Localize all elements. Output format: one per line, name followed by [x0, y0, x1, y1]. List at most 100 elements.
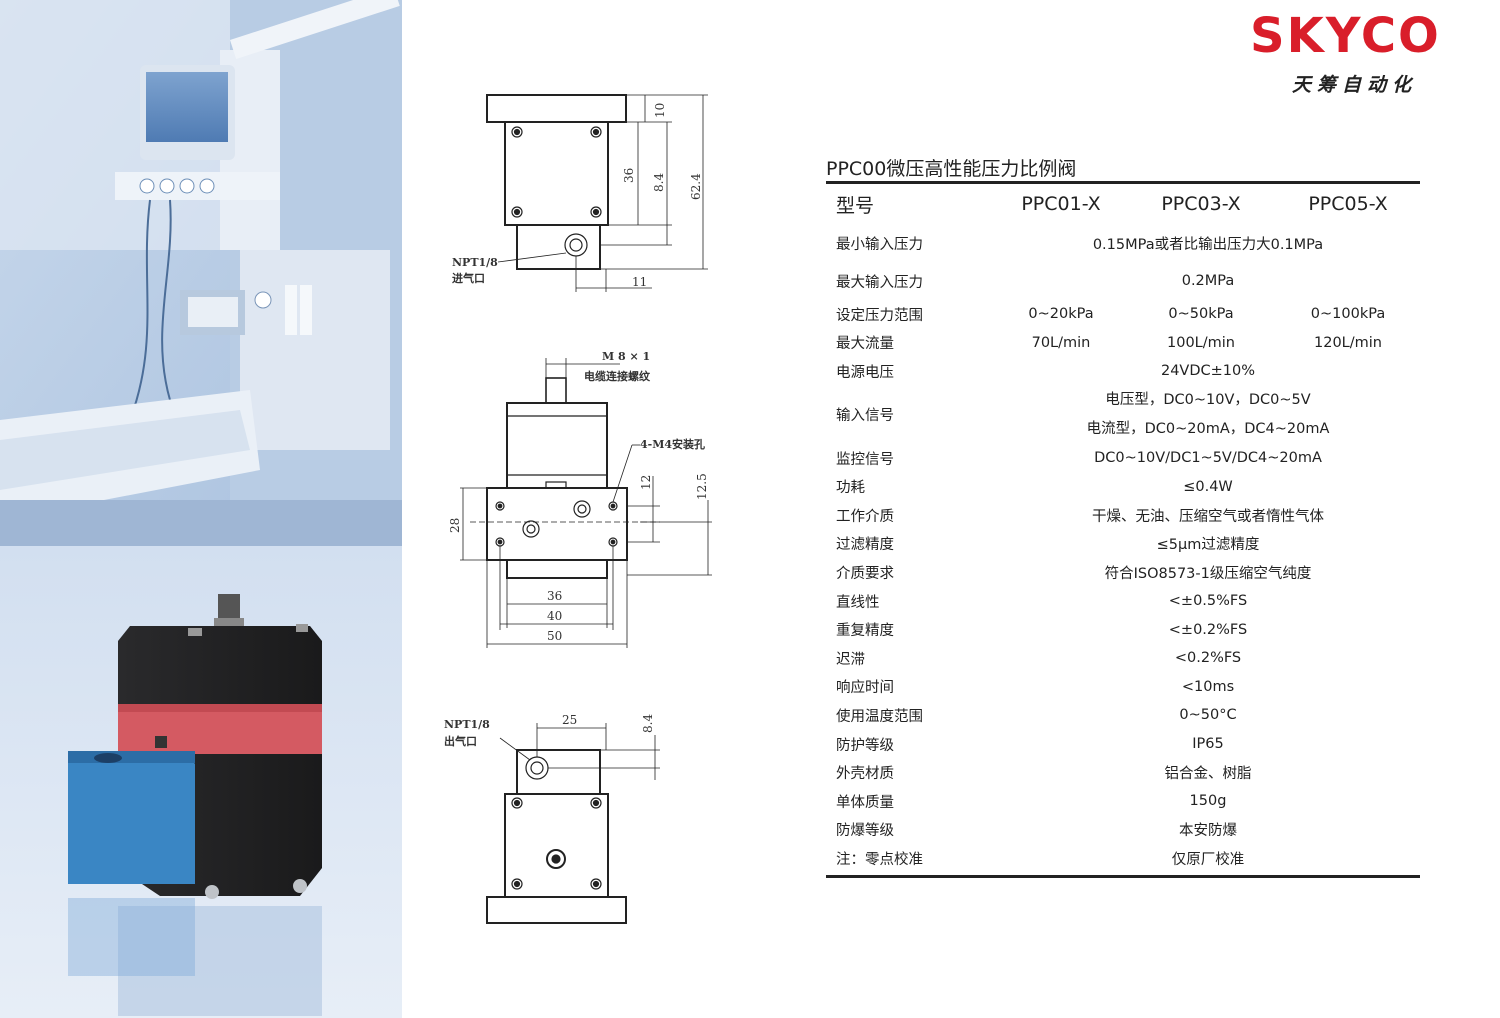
header-model-label: 型号: [836, 194, 875, 217]
valve-illustration: [0, 546, 402, 1018]
spec-value: <0.2%FS: [1174, 650, 1242, 667]
spec-row-housing: 外壳材质 铝合金、树脂: [826, 758, 1420, 787]
spec-value: ≤0.4W: [1183, 478, 1233, 495]
spec-value: DC0~10V/DC1~5V/DC4~20mA: [1094, 450, 1322, 467]
dim-62-4: 62.4: [689, 173, 703, 200]
logo-subtitle: 天筹自动化: [1292, 74, 1418, 96]
dim-11: 11: [632, 275, 647, 289]
spec-value: 仅原厂校准: [1171, 851, 1245, 868]
spec-row-response-time: 响应时间 <10ms: [826, 673, 1420, 702]
spec-name: 最大流量: [836, 336, 894, 353]
spec-title: PPC00微压高性能压力比例阀: [826, 154, 1420, 184]
spec-rows: 最小输入压力 0.15MPa或者比输出压力大0.1MPa 最大输入压力 0.2M…: [826, 224, 1420, 873]
dim-12: 12: [639, 475, 653, 490]
dim-12-5: 12.5: [695, 473, 709, 500]
spec-value: 符合ISO8573-1级压缩空气纯度: [1104, 565, 1312, 582]
spec-name: 使用温度范围: [836, 708, 923, 725]
dimension-drawings: 10 36 8.4 62.4 11 NPT1/8 进气口 M 8 × 1 电缆连…: [444, 94, 712, 924]
spec-row-temperature: 使用温度范围 0~50°C: [826, 701, 1420, 730]
spec-value: ≤5μm过滤精度: [1156, 537, 1260, 554]
spec-name: 防护等级: [836, 737, 894, 754]
spec-row-medium-requirement: 介质要求 符合ISO8573-1级压缩空气纯度: [826, 558, 1420, 587]
spec-row-repeatability: 重复精度 <±0.2%FS: [826, 615, 1420, 644]
spec-table: PPC00微压高性能压力比例阀 型号 PPC01-X PPC03-X PPC05…: [826, 154, 1420, 878]
spec-row-filtration: 过滤精度 ≤5μm过滤精度: [826, 530, 1420, 559]
dim-8-4: 8.4: [652, 173, 666, 192]
spec-value: 0.2MPa: [1181, 273, 1235, 289]
dim-36-front: 36: [547, 589, 562, 603]
spec-value: 100L/min: [1167, 334, 1235, 351]
dim-50: 50: [547, 629, 562, 643]
spec-row-hysteresis: 迟滞 <0.2%FS: [826, 644, 1420, 673]
spec-value: <±0.2%FS: [1168, 621, 1248, 638]
inlet-label-1: NPT1/8: [452, 256, 498, 269]
spec-row-explosion-proof: 防爆等级 本安防爆: [826, 816, 1420, 845]
spec-name: 响应时间: [836, 680, 894, 697]
spec-row-input-signal: 输入信号 电压型，DC0~10V，DC0~5V 电流型，DC0~20mA，DC4…: [826, 386, 1420, 444]
spec-row-max-input: 最大输入压力 0.2MPa: [826, 262, 1420, 300]
spec-row-min-input: 最小输入压力 0.15MPa或者比输出压力大0.1MPa: [826, 224, 1420, 262]
spec-row-power-consumption: 功耗 ≤0.4W: [826, 472, 1420, 501]
logo-text: SKYCO: [1250, 8, 1441, 64]
product-photo: [0, 546, 402, 1018]
spec-value: 120L/min: [1314, 334, 1382, 351]
connector-label-2: 电缆连接螺纹: [584, 369, 651, 383]
header-model-2: PPC03-X: [1161, 193, 1241, 215]
spec-row-protection: 防护等级 IP65: [826, 730, 1420, 759]
spec-name: 直线性: [836, 594, 880, 611]
spec-row-max-flow: 最大流量 70L/min 100L/min 120L/min: [826, 329, 1420, 358]
spec-name: 重复精度: [836, 623, 894, 640]
brand-logo: SKYCO 天筹自动化: [1250, 10, 1480, 100]
dim-36: 36: [622, 168, 636, 183]
inlet-label-2: 进气口: [452, 271, 485, 285]
spec-row-linearity: 直线性 <±0.5%FS: [826, 587, 1420, 616]
spec-value: 干燥、无油、压缩空气或者惰性气体: [1092, 508, 1324, 525]
spec-value: 24VDC±10%: [1160, 363, 1256, 380]
hole-label: 4-M4安装孔: [640, 437, 705, 451]
spec-name: 注：零点校准: [836, 851, 923, 868]
spec-row-medium: 工作介质 干燥、无油、压缩空气或者惰性气体: [826, 501, 1420, 530]
spec-value: 70L/min: [1031, 334, 1091, 351]
spec-name: 最小输入压力: [836, 236, 923, 253]
spec-value: 铝合金、树脂: [1164, 766, 1252, 783]
spec-value-line: 电压型，DC0~10V，DC0~5V: [1105, 391, 1311, 408]
spec-name: 防爆等级: [836, 823, 894, 840]
spec-value-line: 电流型，DC0~20mA，DC4~20mA: [1086, 420, 1330, 437]
spec-name: 工作介质: [836, 508, 894, 525]
dim-28: 28: [448, 518, 462, 533]
dim-8-4-bottom: 8.4: [641, 714, 655, 733]
spec-value: 0.15MPa或者比输出压力大0.1MPa: [1092, 236, 1324, 253]
spec-name: 过滤精度: [836, 537, 894, 554]
dim-25: 25: [562, 713, 577, 727]
spec-name: 电源电压: [836, 364, 894, 381]
spec-value: 0~100kPa: [1310, 306, 1386, 323]
outlet-label-2: 出气口: [444, 734, 477, 748]
spec-row-power-voltage: 电源电压 24VDC±10%: [826, 357, 1420, 386]
spec-header-row: 型号 PPC01-X PPC03-X PPC05-X: [826, 184, 1420, 224]
spec-value: 0~50kPa: [1168, 306, 1234, 323]
dim-40: 40: [547, 609, 562, 623]
spec-value: <10ms: [1181, 678, 1235, 695]
spec-value-multi: 电压型，DC0~10V，DC0~5V 电流型，DC0~20mA，DC4~20mA: [996, 386, 1420, 444]
technical-drawings: 10 36 8.4 62.4 11 NPT1/8 进气口 M 8 × 1 电缆连…: [430, 70, 730, 950]
spec-row-pressure-range: 设定压力范围 0~20kPa 0~50kPa 0~100kPa: [826, 300, 1420, 329]
spec-name: 外壳材质: [836, 766, 894, 783]
spec-value: <±0.5%FS: [1168, 593, 1248, 610]
spec-bottom-rule: [826, 874, 1420, 878]
spec-value: 150g: [1189, 793, 1227, 810]
spec-name: 单体质量: [836, 794, 894, 811]
spec-value: 0~50°C: [1179, 707, 1237, 724]
spec-row-monitor-signal: 监控信号 DC0~10V/DC1~5V/DC4~20mA: [826, 444, 1420, 473]
spec-name: 介质要求: [836, 565, 894, 582]
header-model-1: PPC01-X: [1021, 193, 1101, 215]
spec-name: 输入信号: [836, 408, 894, 425]
spec-row-zero-calibration: 注：零点校准 仅原厂校准: [826, 844, 1420, 873]
spec-name: 设定压力范围: [836, 307, 923, 324]
hospital-room-illustration: [0, 0, 402, 546]
spec-name: 监控信号: [836, 451, 894, 468]
spec-row-weight: 单体质量 150g: [826, 787, 1420, 816]
dim-10: 10: [653, 103, 667, 118]
spec-value: 本安防爆: [1179, 823, 1237, 840]
spec-name: 最大输入压力: [836, 274, 923, 291]
header-model-3: PPC05-X: [1308, 193, 1388, 215]
